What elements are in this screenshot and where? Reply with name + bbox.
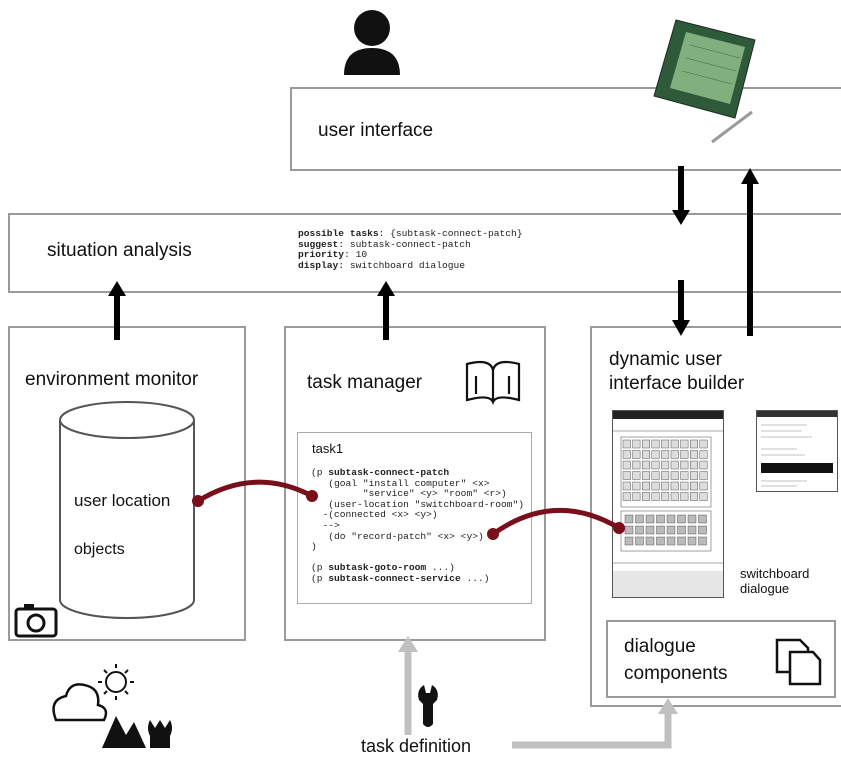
db-item-objects: objects (74, 541, 125, 558)
task1-rule-code: (p subtask-connect-patch (goal "install … (311, 467, 525, 584)
pda-device-icon (653, 19, 756, 144)
taskmanager-to-situation-arrow (377, 281, 395, 340)
ui-builder-label-line1: dynamic user (609, 349, 722, 370)
situation-analysis-label: situation analysis (47, 240, 192, 261)
environment-monitor-label: environment monitor (25, 369, 199, 390)
database-cylinder-icon (59, 401, 195, 619)
situation-details: possible tasks: {subtask-connect-patch} … (298, 228, 523, 271)
builder-to-ui-arrow (741, 168, 759, 336)
documents-icon (775, 638, 822, 686)
switchboard-grid (613, 411, 723, 597)
task1-rule-box (297, 432, 532, 604)
switchboard-dialogue-screenshot (612, 410, 724, 598)
task1-title: task1 (312, 441, 344, 456)
db-item-user-location: user location (74, 491, 171, 510)
situation-analysis-box (8, 213, 841, 293)
dialogue-components-label-line1: dialogue (624, 636, 696, 657)
link-user-location-to-rule (192, 479, 318, 507)
switchboard-caption-2: dialogue (740, 581, 790, 596)
user-icon (344, 10, 400, 75)
monitor-to-situation-arrow (108, 281, 126, 340)
secondary-dialogue-screenshot (756, 410, 838, 492)
task-definition-arrows (398, 636, 678, 749)
task-definition-label: task definition (361, 736, 472, 756)
ui-builder-label-line2: interface builder (609, 373, 745, 394)
book-wrench-icon (465, 360, 521, 406)
ui-to-builder-arrow-1 (672, 166, 690, 225)
task-manager-label: task manager (307, 372, 423, 393)
switchboard-caption-1: switchboard (740, 566, 810, 581)
dialogue-components-label-line2: components (624, 663, 728, 684)
user-interface-label: user interface (318, 120, 434, 141)
ui-to-builder-arrow-2 (672, 280, 690, 336)
camera-icon (14, 604, 58, 638)
weather-nature-icon (52, 664, 172, 748)
user-interface-box (290, 87, 841, 171)
wrench-icon (418, 685, 438, 727)
link-rule-to-switchboard (487, 508, 625, 540)
